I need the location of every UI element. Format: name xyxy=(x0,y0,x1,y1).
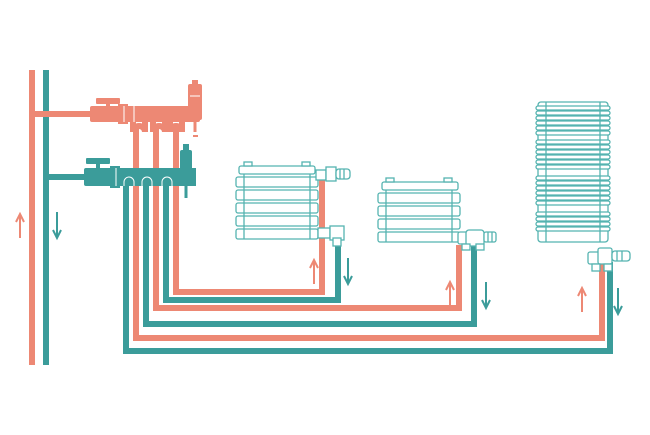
towel-rail xyxy=(535,149,611,155)
towel-rail xyxy=(535,115,611,121)
towel-rail xyxy=(535,216,611,222)
supply-circuits xyxy=(133,128,605,341)
panel-radiator-icon xyxy=(377,177,497,251)
panel-radiator-icon xyxy=(235,161,351,247)
supply-manifold-body xyxy=(90,106,200,122)
arrow-down-icon xyxy=(343,258,353,287)
towel-rail xyxy=(535,180,611,186)
return-circuit-2 xyxy=(143,186,477,327)
return-circuits xyxy=(123,186,613,354)
towel-rail xyxy=(535,130,611,136)
towel-rail xyxy=(535,105,611,111)
towel-rail xyxy=(535,185,611,191)
air-vent-icon xyxy=(188,80,202,137)
towel-rail xyxy=(535,221,611,227)
towel-rail xyxy=(535,144,611,150)
arrow-up-icon xyxy=(15,211,25,238)
towel-rail xyxy=(535,200,611,206)
arrow-up-icon xyxy=(309,257,319,284)
return-circuit-1 xyxy=(163,186,341,303)
arrow-down-icon xyxy=(481,282,491,311)
towel-rail xyxy=(535,195,611,201)
towel-radiator-valves xyxy=(587,247,631,272)
towel-rail xyxy=(535,175,611,181)
main-risers xyxy=(15,70,62,365)
towel-rail xyxy=(535,190,611,196)
towel-rail xyxy=(535,120,611,126)
supply-circuit-2 xyxy=(153,128,462,311)
towel-rail xyxy=(535,211,611,217)
towel-rail xyxy=(535,164,611,170)
arrow-down-icon xyxy=(52,212,62,241)
towel-radiator-icon xyxy=(535,101,611,243)
supply-manifold xyxy=(35,80,202,137)
supply-circuit-3 xyxy=(133,128,605,341)
return-circuit-3 xyxy=(123,186,613,354)
arrow-down-icon xyxy=(613,288,623,317)
towel-rail xyxy=(535,154,611,160)
arrow-up-icon xyxy=(577,285,587,312)
towel-rail xyxy=(535,159,611,165)
towel-rail xyxy=(535,125,611,131)
arrow-up-icon xyxy=(445,279,455,306)
towel-rail xyxy=(535,226,611,232)
ball-valve-icon xyxy=(86,158,110,169)
towel-rail xyxy=(535,110,611,116)
towel-rail xyxy=(535,139,611,145)
